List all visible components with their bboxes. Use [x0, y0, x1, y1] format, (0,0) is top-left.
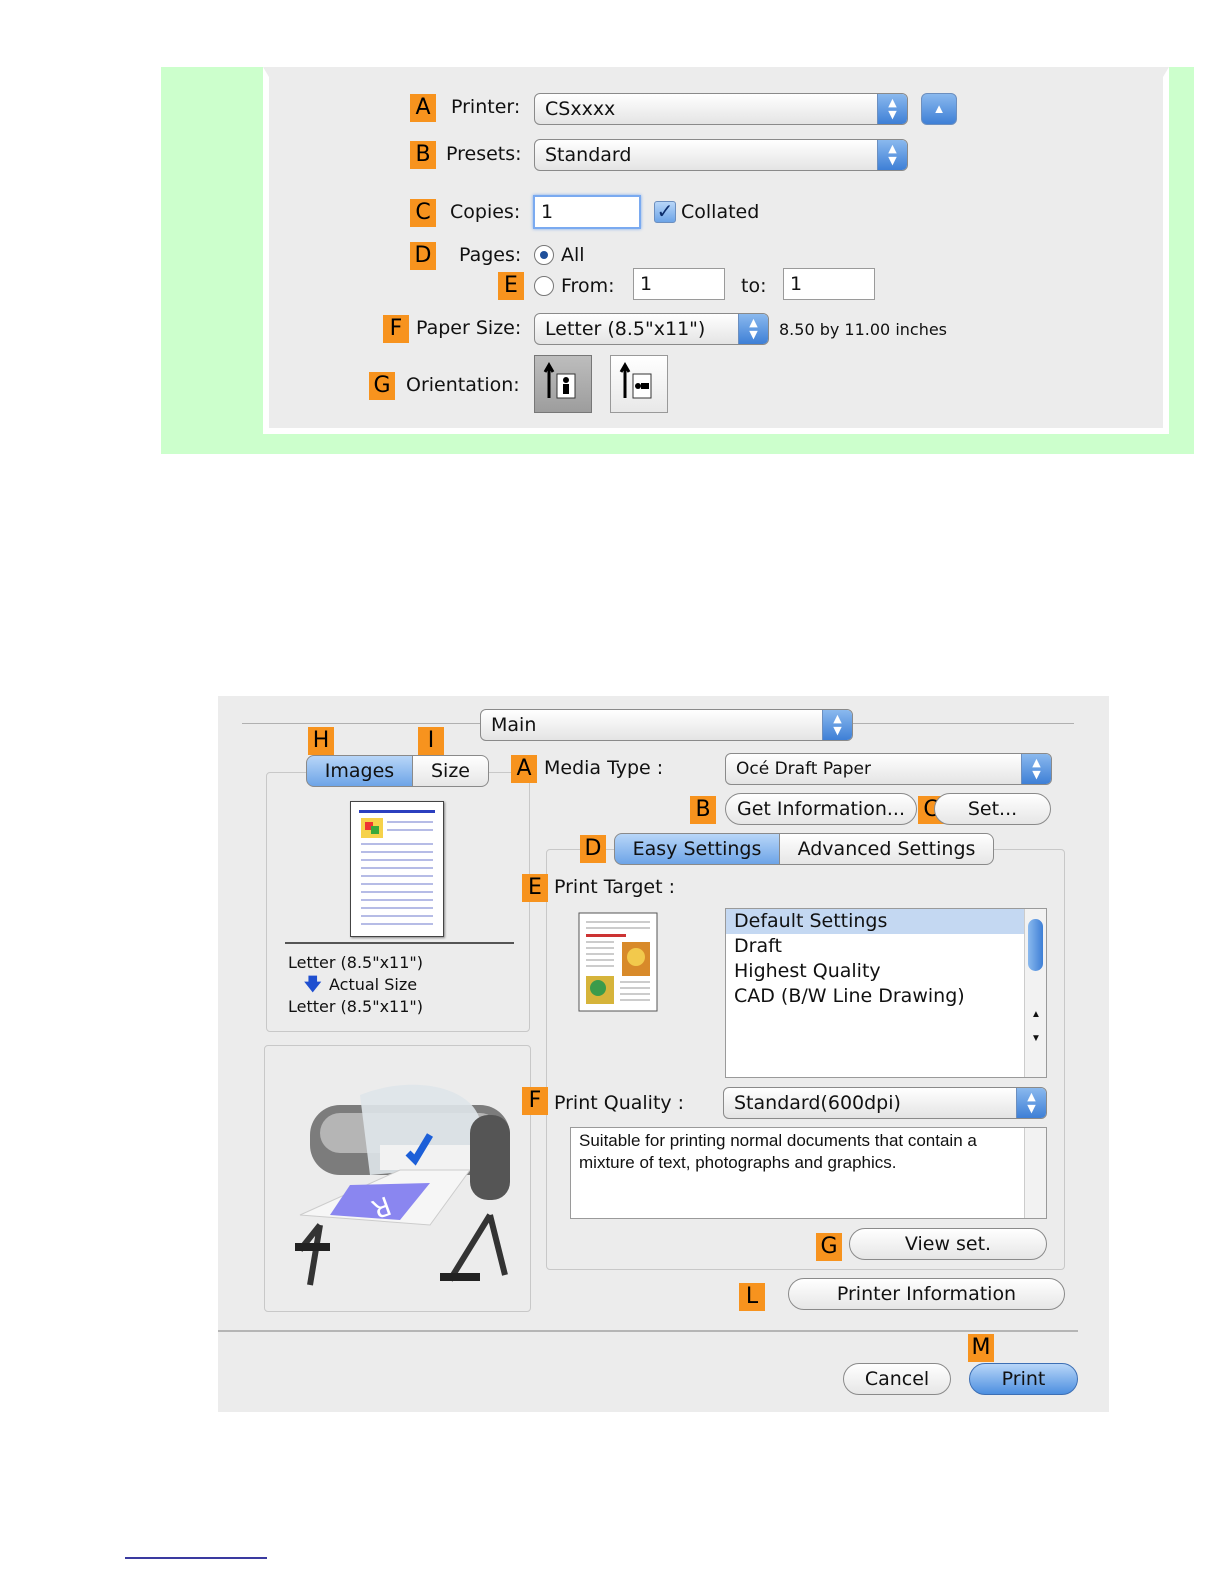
chevron-up-down-icon: ▲▼ [877, 140, 907, 170]
panel-select-value: Main [491, 714, 537, 736]
badge-d: D [410, 242, 436, 270]
scroll-down-icon[interactable]: ▼ [1031, 1033, 1041, 1044]
collated-label: Collated [681, 201, 760, 223]
footer-separator [218, 1330, 1078, 1332]
scroll-up-icon[interactable]: ▲ [1031, 1009, 1041, 1020]
printer-information-button[interactable]: Printer Information [788, 1278, 1065, 1310]
badge-b: B [690, 796, 716, 824]
printer-label: Printer: [451, 96, 521, 118]
presets-select[interactable]: Standard ▲▼ [534, 139, 908, 171]
media-type-label: Media Type : [544, 757, 664, 779]
scaling-text: Actual Size [329, 975, 418, 994]
to-input[interactable]: 1 [783, 268, 875, 300]
disclosure-up-icon: ▲ [932, 101, 946, 116]
chevron-up-down-icon: ▲▼ [1016, 1088, 1046, 1118]
tab-size[interactable]: Size [412, 755, 489, 787]
pages-all-label: All [561, 244, 585, 266]
badge-m: M [968, 1334, 994, 1362]
scroll-thumb[interactable] [1028, 919, 1043, 971]
pages-range-radio[interactable] [534, 276, 554, 296]
checkmark-icon: ✓ [656, 201, 674, 223]
badge-c: C [410, 199, 436, 227]
print-quality-description-text: Suitable for printing normal documents t… [579, 1131, 977, 1172]
print-target-label: Print Target : [554, 876, 675, 898]
from-label: From: [561, 275, 615, 297]
collated-checkbox[interactable]: ✓ [654, 201, 676, 223]
description-scrollbar[interactable] [1024, 1128, 1046, 1218]
badge-b: B [410, 141, 436, 169]
top-dialog-frame [161, 67, 1194, 454]
paper-size-label: Paper Size: [416, 317, 522, 339]
orientation-label: Orientation: [406, 374, 520, 396]
tab-images[interactable]: Images [306, 755, 413, 787]
list-item-draft[interactable]: Draft [734, 935, 782, 957]
presets-label: Presets: [446, 143, 522, 165]
print-quality-description: Suitable for printing normal documents t… [570, 1127, 1047, 1219]
chevron-up-down-icon: ▲▼ [877, 94, 907, 124]
media-type-value: Océ Draft Paper [736, 759, 871, 779]
paper-size-value: Letter (8.5"x11") [545, 318, 706, 340]
pages-label: Pages: [459, 244, 522, 266]
badge-f: F [383, 315, 409, 343]
list-scrollbar[interactable]: ▲ ▼ [1024, 909, 1046, 1077]
copies-label: Copies: [450, 201, 521, 223]
badge-a: A [410, 94, 436, 122]
badge-e: E [498, 272, 524, 300]
printer-value: CSxxxx [545, 98, 616, 120]
printer-illustration-group [264, 1045, 531, 1312]
get-information-button[interactable]: Get Information... [725, 793, 917, 825]
printer-select[interactable]: CSxxxx ▲▼ [534, 93, 908, 125]
tab-easy-settings[interactable]: Easy Settings [614, 833, 780, 865]
badge-i: I [418, 727, 444, 755]
document-thumbnail-icon [578, 912, 658, 1012]
footer-link-underline [125, 1557, 267, 1559]
chevron-up-down-icon: ▲▼ [738, 314, 768, 344]
badge-e: E [522, 874, 548, 902]
paper-size-select[interactable]: Letter (8.5"x11") ▲▼ [534, 313, 769, 345]
badge-d: D [580, 835, 606, 863]
printer-illustration: R [295, 1084, 510, 1286]
cancel-button[interactable]: Cancel [843, 1363, 951, 1395]
input-size-text: Letter (8.5"x11") [288, 953, 424, 972]
badge-f: F [522, 1087, 548, 1115]
arrow-down-icon: 🡇 [304, 975, 322, 994]
landscape-button[interactable] [610, 355, 668, 413]
from-input[interactable]: 1 [633, 268, 725, 300]
chevron-up-down-icon: ▲▼ [822, 710, 852, 740]
print-quality-label: Print Quality : [554, 1092, 685, 1114]
print-target-list[interactable]: Default Settings Draft Highest Quality C… [725, 908, 1047, 1078]
badge-h: H [308, 727, 334, 755]
preview-divider [285, 942, 514, 944]
landscape-icon [619, 361, 652, 399]
badge-g: G [816, 1233, 842, 1261]
badge-g: G [369, 372, 395, 400]
pages-all-radio[interactable] [534, 245, 554, 265]
media-type-select[interactable]: Océ Draft Paper ▲▼ [725, 753, 1052, 785]
list-item-cad[interactable]: CAD (B/W Line Drawing) [734, 985, 965, 1007]
print-quality-value: Standard(600dpi) [734, 1092, 901, 1114]
expand-dialog-button[interactable]: ▲ [921, 93, 957, 125]
list-item-default-settings[interactable]: Default Settings [726, 909, 1024, 934]
portrait-button[interactable] [534, 355, 592, 413]
chevron-up-down-icon: ▲▼ [1021, 754, 1051, 784]
badge-a: A [511, 755, 537, 783]
set-button[interactable]: Set... [934, 793, 1051, 825]
print-button[interactable]: Print [969, 1363, 1078, 1395]
panel-select[interactable]: Main ▲▼ [480, 709, 853, 741]
output-size-text: Letter (8.5"x11") [288, 997, 424, 1016]
separator-line [852, 723, 1074, 724]
page-preview [350, 801, 444, 937]
page-preview-icon [359, 810, 435, 925]
paper-dimensions: 8.50 by 11.00 inches [779, 320, 948, 339]
print-quality-select[interactable]: Standard(600dpi) ▲▼ [723, 1087, 1047, 1119]
view-set-button[interactable]: View set. [849, 1228, 1047, 1260]
tab-advanced-settings[interactable]: Advanced Settings [779, 833, 994, 865]
list-item-highest-quality[interactable]: Highest Quality [734, 960, 881, 982]
badge-l: L [739, 1283, 765, 1311]
to-label: to: [741, 275, 767, 297]
separator-line [242, 723, 480, 724]
portrait-icon [543, 361, 576, 399]
presets-value: Standard [545, 144, 632, 166]
copies-input[interactable]: 1 [533, 195, 641, 229]
